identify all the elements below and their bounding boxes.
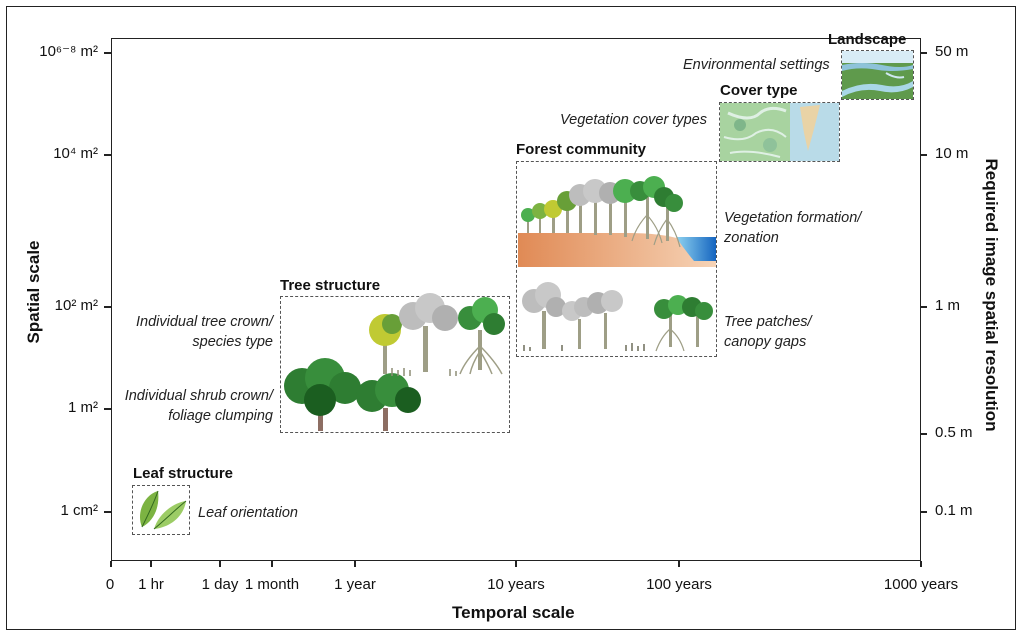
vegetation-formation-label: Vegetation formation/ zonation [724,208,861,248]
x-tick-label-0: 0 [105,576,115,593]
x-tick-label-1year: 1 year [334,576,376,593]
y-right-tick-50m: 50 m [935,43,969,60]
tree-crown-label: Individual tree crown/ species type [110,312,273,352]
y-right-tick-0.1m: 0.1 m [935,502,973,519]
environmental-settings-label: Environmental settings [683,57,830,73]
x-tick-label-1month: 1 month [244,576,300,593]
landscape-image [842,51,913,99]
y-right-tick-10m: 10 m [935,145,969,162]
x-tick-label-1day: 1 day [201,576,239,593]
cover-type-image [720,103,839,161]
forest-community-title: Forest community [516,141,647,158]
x-axis-title: Temporal scale [452,603,575,622]
y-left-axis-title: Spatial scale [24,240,43,344]
plot-area [111,38,921,561]
vegetation-formation-label-line1: Vegetation formation/ [724,210,862,226]
shrub-crown-label: Individual shrub crown/ foliage clumping [105,386,273,426]
tree-crown-label-line1: Individual tree crown/ [135,314,273,330]
landscape-title: Landscape [828,31,907,48]
forest-community-box [516,161,717,357]
tree-patches-label: Tree patches/ canopy gaps [724,312,812,352]
leaf-illustration [139,490,187,530]
vegetation-formation-label-line2: zonation [724,230,779,246]
tree-structure-title: Tree structure [280,277,381,294]
x-tick-label-100years: 100 years [646,576,712,593]
leaf-orientation-label: Leaf orientation [198,505,298,521]
shrub-crown-label-line1: Individual shrub crown/ [124,388,273,404]
cover-type-title: Cover type [720,82,798,99]
tree-patches-label-line2: canopy gaps [724,334,807,350]
y-left-tick-1e6-8m2: 10⁶⁻⁸ m² [39,43,98,60]
leaf-structure-title: Leaf structure [133,465,234,482]
y-right-axis-title: Required image spatial resolution [982,158,1001,432]
y-left-tick-1m2: 1 m² [68,399,98,416]
shrub-crown-label-line2: foliage clumping [168,408,273,424]
tree-structure-box [280,296,510,433]
y-left-tick-1cm2: 1 cm² [60,502,99,519]
x-tick-label-1000years: 1000 years [883,576,959,593]
y-left-tick-1e2m2: 10² m² [54,297,98,314]
vegetation-cover-types-label: Vegetation cover types [560,112,707,128]
y-right-tick-1m: 1 m [935,297,961,314]
landscape-box [841,50,914,100]
x-tick-label-10years: 10 years [487,576,545,593]
tree-crown-label-line2: species type [192,334,273,350]
forest-community-illustration [518,176,716,352]
figure-frame [6,6,1016,630]
cover-type-box [719,102,840,162]
tree-patches-label-line1: Tree patches/ [724,314,812,330]
leaf-structure-box [132,485,190,535]
y-right-tick-0.5m: 0.5 m [935,424,973,441]
x-tick-label-1hr: 1 hr [138,576,164,593]
y-left-tick-1e4m2: 10⁴ m² [53,145,98,162]
tree-structure-illustration [284,293,505,431]
